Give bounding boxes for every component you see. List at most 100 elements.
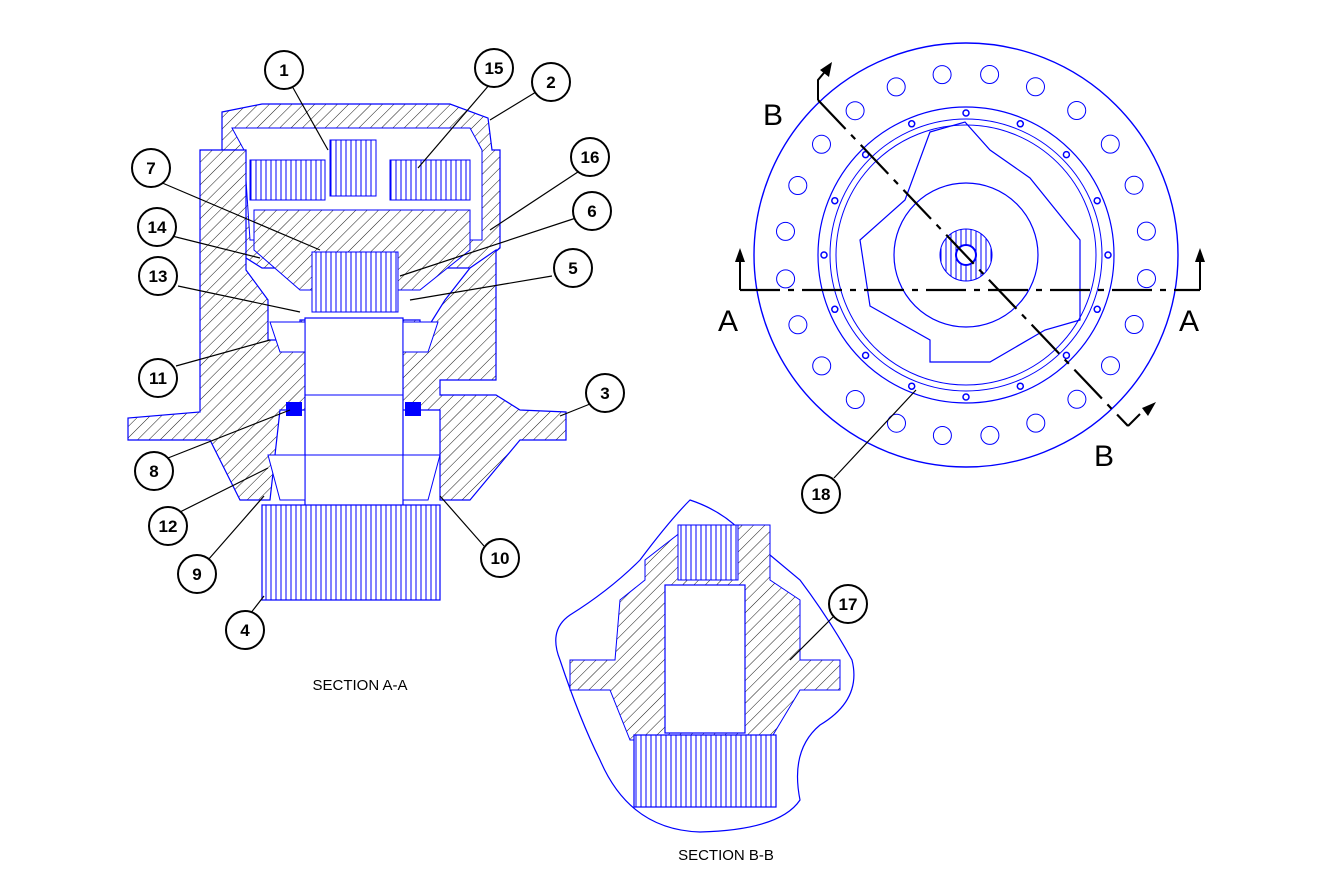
lower-bearing-left [267,454,306,501]
callout-label: 7 [146,159,155,178]
callout-label: 13 [149,267,168,286]
callout-label: 8 [149,462,158,481]
callout-13: 13 [138,256,178,296]
section-a-drawing [127,103,567,601]
callout-label: 12 [159,517,178,536]
leader-lines [159,83,917,661]
motor-bore [893,182,1039,328]
callout-11: 11 [138,358,178,398]
flange-hole [1067,101,1087,120]
callout-8: 8 [134,451,174,491]
inner-bolt-hole [831,196,839,205]
flange-hole [932,426,952,445]
callout-10: 10 [480,538,520,578]
inner-bolt-hole [820,251,828,259]
flange-hole [1137,269,1156,289]
callout-1: 1 [264,50,304,90]
inner-bolt-hole [1062,351,1071,360]
inner-bolt-hole [962,393,970,401]
upper-bearing-right [402,321,439,353]
flange-hole [1100,134,1120,154]
callout-15: 15 [474,48,514,88]
callout-label: 6 [587,202,596,221]
callout-label: 18 [812,485,831,504]
flange-hole [887,413,906,433]
section-b-drawing [555,499,855,833]
planet-carrier [253,209,471,291]
callout-16: 16 [570,137,610,177]
motor-plate [859,121,1081,363]
housing-rim [829,118,1103,392]
flange-hole [788,315,808,335]
callout-12: 12 [148,506,188,546]
upper-bearing-left [269,321,306,353]
callout-label: 1 [279,61,288,80]
flange-hole [788,176,808,195]
callout-4: 4 [225,610,265,650]
output-spline [311,251,399,313]
section-a-title: SECTION A-A [312,677,407,694]
callout-label: 14 [148,218,167,237]
flange-hole [776,221,795,241]
cut-mark-a-left: A [718,305,738,338]
flange-hole [812,134,831,154]
flange-hole [1136,221,1156,241]
flange-hole [1026,413,1046,433]
flange-holes [776,65,1156,445]
section-b-title: SECTION B-B [678,847,774,864]
cut-mark-a-right: A [1179,305,1199,338]
flange-hole [1124,175,1144,195]
inner-bolt-holes [820,109,1112,401]
callout-7: 7 [131,148,171,188]
callout-label: 9 [192,565,201,584]
section-b-spline [677,524,739,581]
inner-bolt-hole [1093,305,1101,314]
inner-bolt-hole [831,305,839,314]
callout-3: 3 [585,373,625,413]
callout-label: 10 [491,549,510,568]
callout-17: 17 [828,584,868,624]
flange-hole [980,425,1000,445]
callout-6: 6 [572,191,612,231]
section-line-b [817,99,1129,427]
callout-5: 5 [553,248,593,288]
housing-rim-inner [835,124,1097,386]
flange-hole [845,101,865,121]
flange-hole [1124,315,1144,334]
callout-2: 2 [531,62,571,102]
callout-label: 5 [568,259,577,278]
inner-bolt-hole [861,351,870,360]
flange-hole [886,77,906,97]
planet-gear-right [389,159,471,201]
flange-hole [776,269,796,289]
cut-mark-b-bottom: B [1094,440,1114,473]
section-b-shaft [664,584,746,734]
inner-bolt-hole [1104,251,1112,259]
seal-right [405,402,421,416]
callout-label: 11 [149,369,167,388]
flange-hole [1101,356,1120,376]
inner-bolt-hole [907,120,916,128]
inner-bolt-hole [907,382,916,390]
inner-bolt-hole [962,109,970,117]
flange-hole [845,390,865,409]
cut-mark-b-top: B [763,99,783,132]
flange-hole [932,65,952,85]
top-view-drawing [735,42,1205,468]
flange-bolt-circle [817,106,1115,404]
callout-18: 18 [801,474,841,514]
planet-gear-left [249,159,326,201]
inner-bolt-hole [1016,382,1025,390]
flange-hole [812,356,832,376]
inner-bolt-hole [1016,120,1025,128]
callout-label: 2 [546,73,555,92]
section-b-pinion [633,734,777,808]
flange-hole [980,65,1000,84]
inner-bolt-hole [1062,150,1071,159]
callout-label: 4 [240,621,250,640]
lower-bearing-right [402,454,441,501]
sun-gear [329,139,377,197]
flange-hole [1067,389,1087,409]
pinion-shaft [304,317,404,509]
